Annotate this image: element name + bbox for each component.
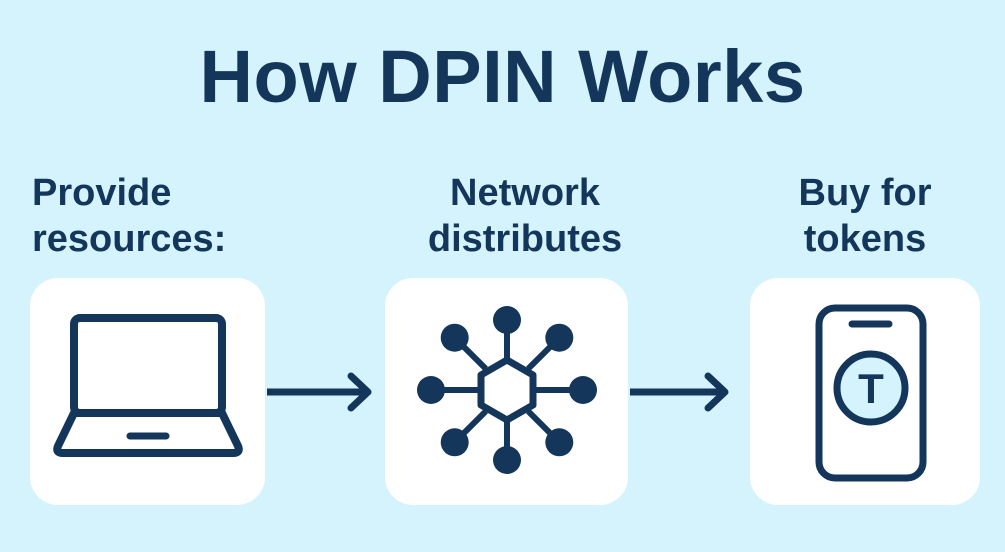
step-3-card: T [750,278,980,505]
hub-hexagon [477,356,537,424]
token-coin-icon [833,350,909,426]
laptop-icon [53,314,243,457]
step-3-label: Buy for tokens [760,170,970,262]
hub-node [417,376,445,404]
hub-node [545,323,574,352]
hub-node [493,306,521,334]
diagram-title: How DPIN Works [199,35,806,118]
hub-node [440,428,469,457]
step-1-label-line1: Provide [32,172,172,214]
hub-node [440,323,469,352]
step-1-card [30,278,265,505]
step-3-label-line2: tokens [803,218,927,260]
step-2-card [385,278,628,505]
token-letter: T [858,365,884,412]
step-2-label: Network distributes [410,170,640,262]
hub-node [493,446,521,474]
step-1-label: Provide resources: [32,170,262,262]
phone-token-icon: T [815,304,927,482]
network-hub-icon [417,306,597,474]
hub-node [545,428,574,457]
step-3-label-line1: Buy for [798,172,932,214]
arrow-right-icon [630,372,729,412]
arrow-right-icon [267,372,372,412]
step-2-label-line1: Network [450,172,600,214]
hub-node [569,376,597,404]
step-1-label-line2: resources: [32,218,227,260]
step-2-label-line2: distributes [427,218,623,260]
